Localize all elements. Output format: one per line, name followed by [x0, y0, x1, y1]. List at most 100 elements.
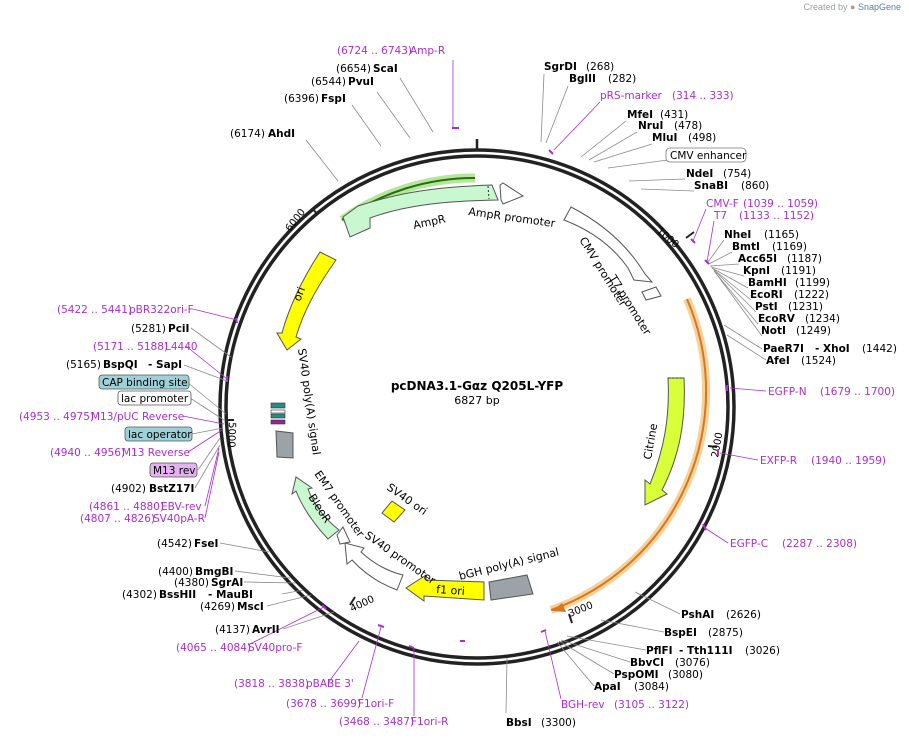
label-paer7i: PaeR7I [763, 343, 804, 355]
label-l4440: L4440 [165, 341, 198, 353]
label-cap-binding: CAP binding site [102, 377, 188, 389]
label-mfei-pos: (431) [660, 109, 688, 121]
label-lac-promoter: lac promoter [121, 393, 189, 405]
label-egfp-c-pos: (2287 .. 2308) [782, 538, 857, 550]
ampr-arrow [342, 184, 499, 238]
label-pvui-pos: (6544) [311, 76, 346, 88]
cmv-promoter-arrow [563, 206, 654, 283]
m13-rev-feature [270, 419, 286, 425]
label-bbsi-pos: (3300) [541, 717, 576, 729]
tick-label-6000: 6000 [284, 207, 308, 234]
label-m13puc-reverse-pos: (4953 .. 4975) [19, 411, 94, 423]
label-bmti-pos: (1169) [772, 241, 807, 253]
label-sapi: - SapI [148, 359, 182, 371]
label-snabi-pos: (860) [741, 180, 769, 192]
label-bbvci: BbvCI [630, 657, 664, 669]
label-nrui-pos: (478) [674, 120, 702, 132]
label-bspei: BspEI [664, 627, 697, 639]
label-snabi: SnaBI [694, 180, 728, 192]
label-f1ori-f-pos: (3678 .. 3699) [286, 698, 361, 710]
em7-promoter-arrow [336, 526, 351, 545]
m13-rev-box [149, 462, 198, 478]
sv40-polya-label: SV40 poly(A) signal [295, 348, 323, 456]
label-nhei-pos: (1165) [764, 229, 799, 241]
label-bmti: BmtI [732, 241, 760, 253]
label-prs-marker: pRS-marker [600, 90, 663, 102]
label-noti-pos: (1249) [796, 325, 831, 337]
credit-prefix: Created by [803, 2, 848, 12]
tick-label-2000: 2000 [710, 432, 725, 459]
lac-operator-box [124, 426, 193, 442]
label-sgrdi-pos: (268) [586, 61, 614, 73]
label-m13puc-reverse: M13/pUC Reverse [91, 411, 184, 423]
label-pspomi: PspOMI [614, 669, 659, 681]
label-kpni: KpnI [743, 265, 770, 277]
label-bstz17i: BstZ17I [149, 483, 194, 495]
ampr-promoter-arrow [499, 182, 525, 205]
t7-promoter-arrow [641, 286, 662, 301]
label-afei: AfeI [766, 355, 790, 367]
label-mlui-pos: (498) [688, 132, 716, 144]
label-egfp-c: EGFP-C [730, 538, 768, 550]
label-f1ori-f: F1ori-F [358, 698, 394, 710]
ampr-promoter-label: AmpR promoter [468, 205, 557, 230]
lac-promoter-feature [270, 409, 286, 414]
label-ecorv: EcoRV [758, 313, 796, 325]
label-ahdi: AhdI [268, 128, 295, 140]
label-amp-r-pos: (6724 .. 6743) [337, 45, 412, 57]
label-nhei: NheI [724, 229, 751, 241]
label-bamhi-pos: (1199) [795, 277, 830, 289]
label-bmgbi: BmgBI [195, 566, 233, 578]
ampr-label: AmpR [412, 212, 447, 232]
label-nrui: NruI [638, 120, 663, 132]
label-fsei-pos: (4542) [157, 538, 192, 550]
citrine-label: Citrine [641, 422, 660, 460]
label-m13-rev: M13 rev [153, 465, 196, 477]
lac-promoter-box [117, 390, 192, 406]
sv40-promoter-arrow [344, 542, 404, 591]
f1-ori-label: f1 ori [436, 583, 466, 598]
tick-label-4000: 4000 [349, 594, 377, 615]
label-apai-pos: (3084) [634, 681, 669, 693]
label-scai: ScaI [373, 63, 398, 75]
label-ebv-rev: EBV-rev [161, 501, 202, 513]
label-apai: ApaI [594, 681, 621, 693]
label-ahdi-pos: (6174) [230, 128, 265, 140]
label-f1ori-r: F1ori-R [411, 716, 448, 728]
snapgene-logo-icon: ● [850, 2, 856, 12]
label-pflfi: PflFI [646, 645, 673, 657]
citrine-highlight-line [550, 298, 708, 611]
sv40-polya-box [275, 430, 294, 459]
label-cmv-enhancer: CMV enhancer [670, 150, 747, 162]
label-sv40pro-f: SV40pro-F [248, 642, 302, 654]
label-pbr322ori-f-pos: (5422 .. 5441) [57, 304, 132, 316]
citrine-arrow [644, 377, 685, 506]
label-cmv-f-pos: (1039 .. 1059) [743, 198, 818, 210]
label-egfp-n: EGFP-N [768, 386, 807, 398]
credit-brand: SnapGene [857, 2, 901, 12]
label-pshai-pos: (2626) [726, 609, 761, 621]
label-bspqi-pos: (5165) [66, 359, 101, 371]
label-f1ori-r-pos: (3468 .. 3487) [339, 716, 414, 728]
label-bglii: BglII [569, 73, 596, 85]
label-sgrai-pos: (4380) [174, 577, 209, 589]
label-bmgbi-pos: (4400) [158, 566, 193, 578]
label-ecori: EcoRI [750, 289, 783, 301]
label-m13-reverse-pos: (4940 .. 4956) [50, 447, 125, 459]
label-cmv-f: CMV-F [706, 198, 739, 210]
label-pspomi-pos: (3080) [668, 669, 703, 681]
label-psti: PstI [755, 301, 778, 313]
label-pcii-pos: (5281) [131, 323, 166, 335]
label-bsshii-pos: (4302) [122, 589, 157, 601]
ori-label: ori [291, 285, 308, 303]
label-bgh-rev: BGH-rev [561, 699, 605, 711]
backbone-inner-ring [224, 154, 730, 660]
label-kpni-pos: (1191) [781, 265, 816, 277]
label-m13-reverse: M13 Reverse [122, 447, 190, 459]
cmv-enhancer-box [665, 147, 747, 163]
label-psti-pos: (1231) [788, 301, 823, 313]
label-fspi-pos: (6396) [284, 93, 319, 105]
label-ndei-pos: (754) [723, 168, 751, 180]
label-paer7i-pos: (1442) [862, 343, 897, 355]
